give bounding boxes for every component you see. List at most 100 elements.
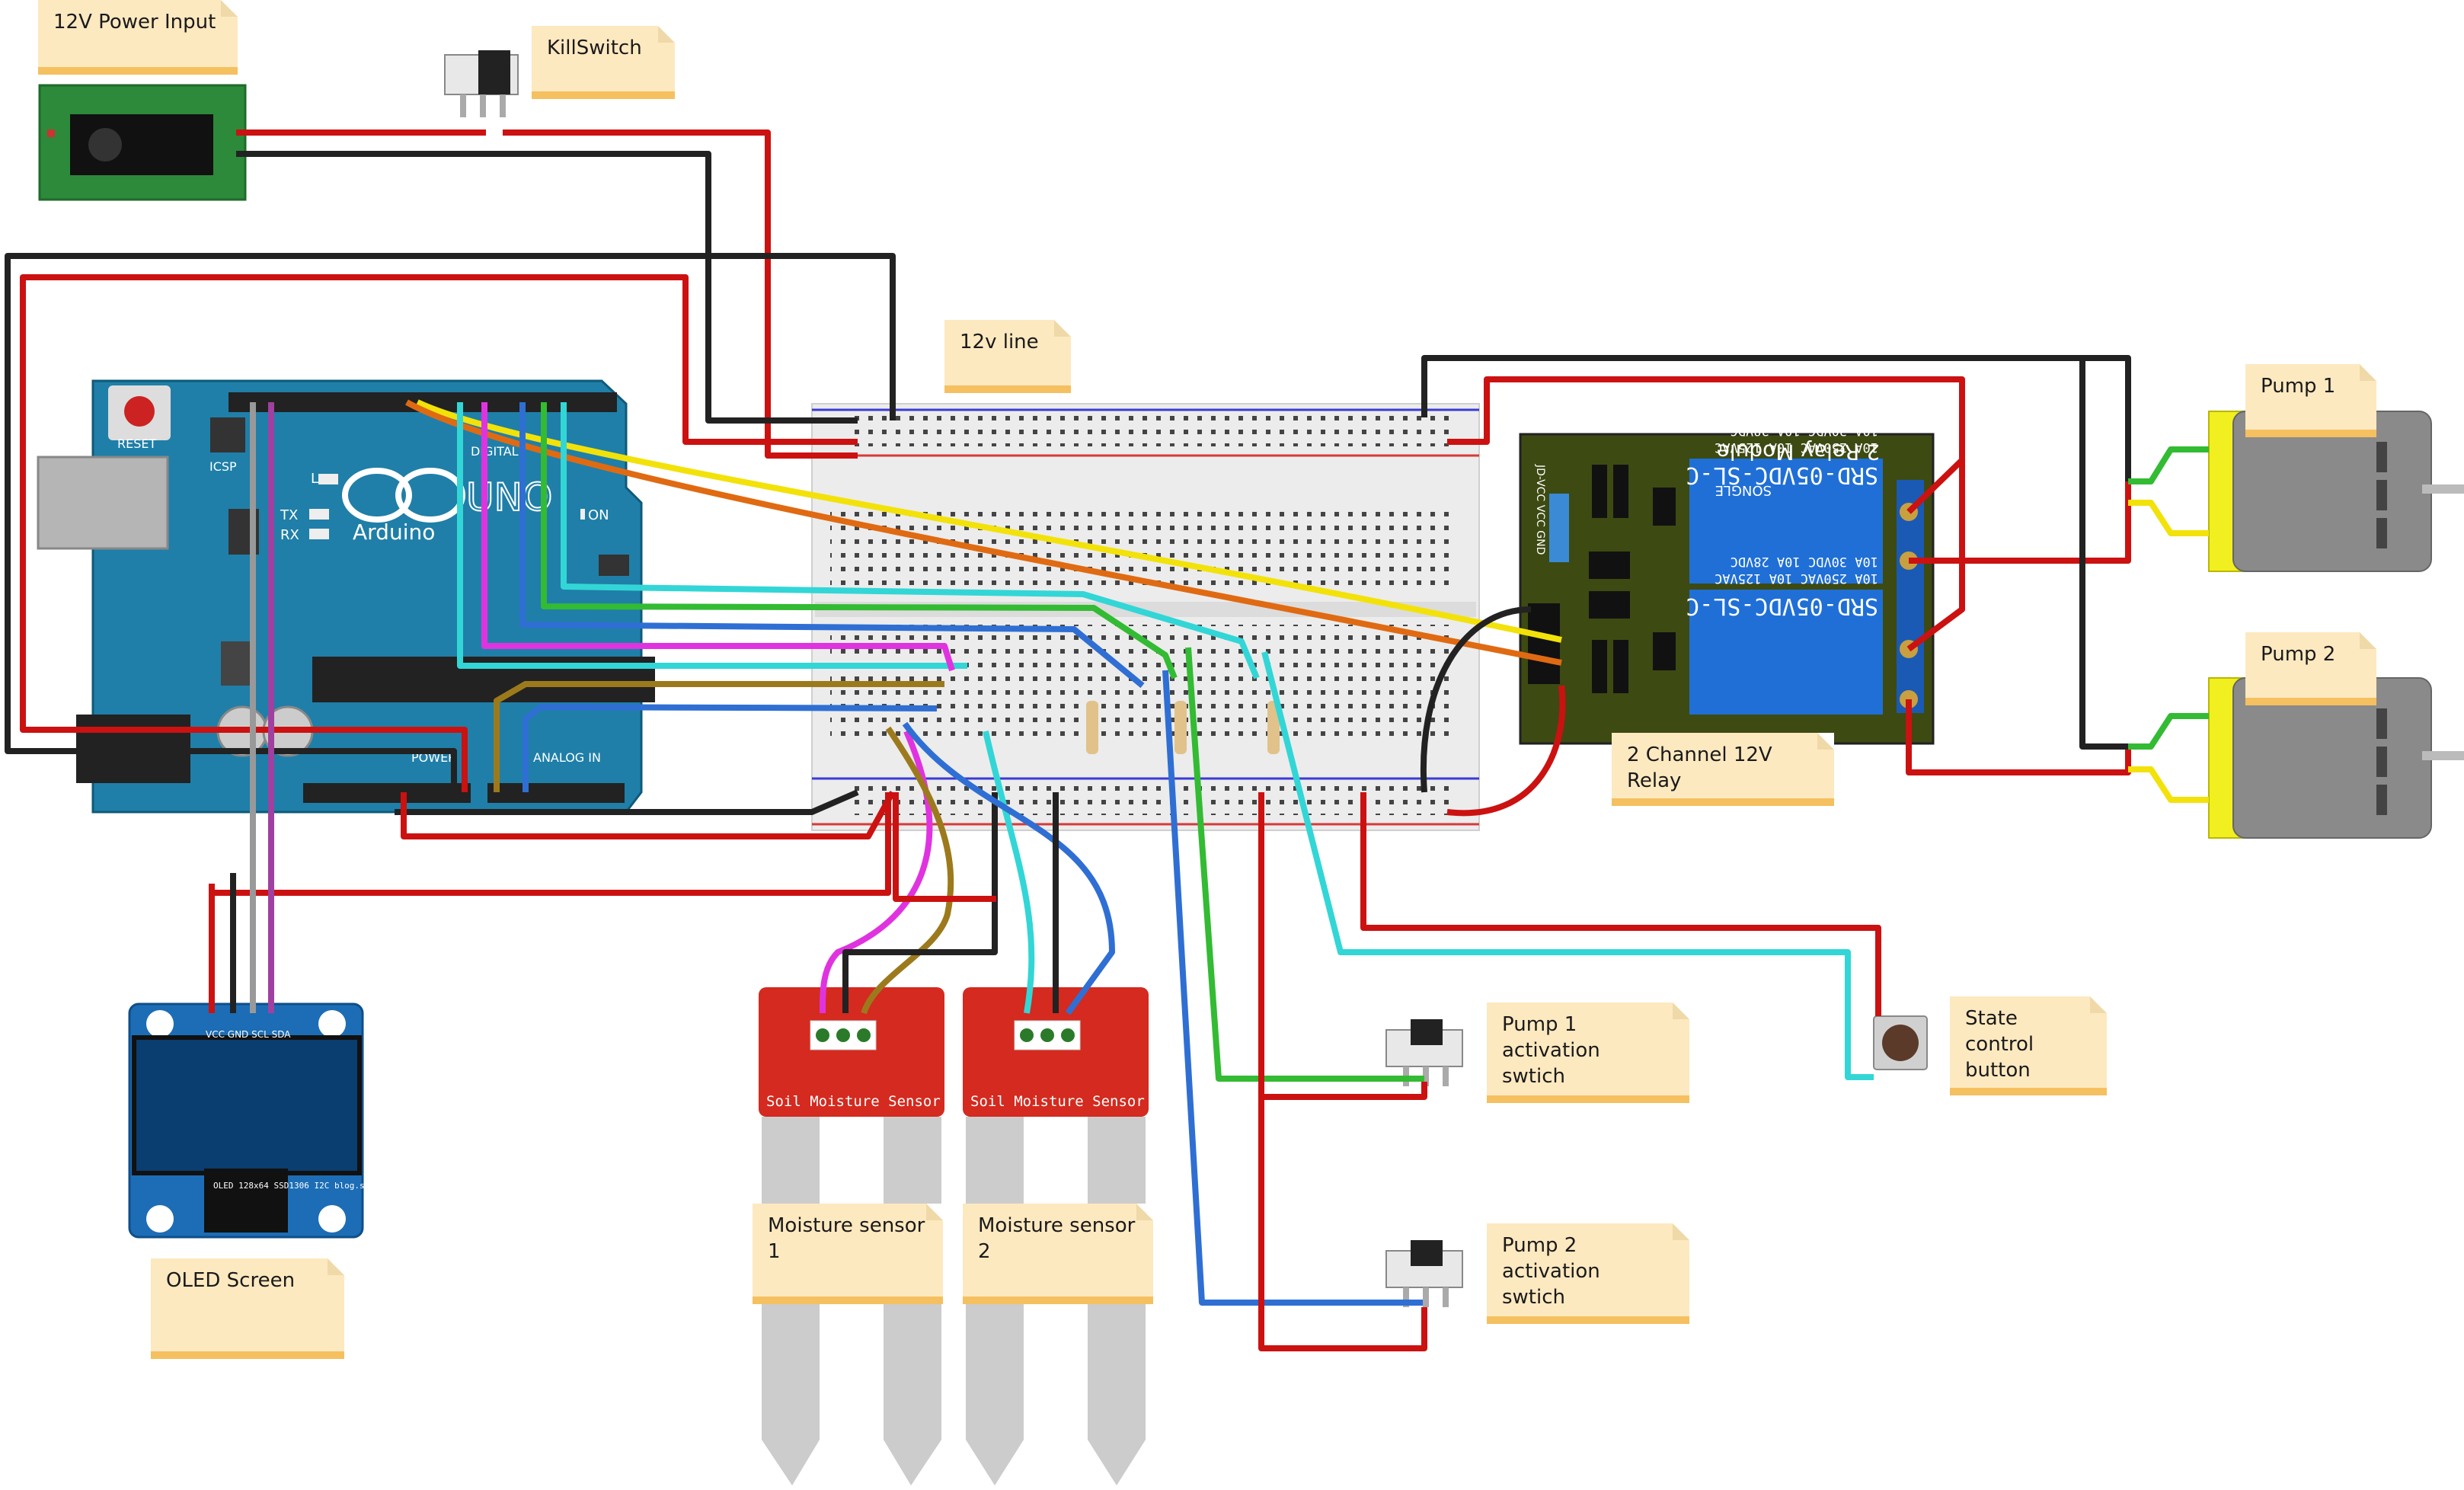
wire-power-red-2 — [503, 129, 858, 459]
wire-blue-2 — [523, 704, 938, 792]
analog-in-label: ANALOG IN — [533, 750, 601, 765]
soil-sensor-1-label: Soil Moisture Sensor — [766, 1093, 941, 1110]
moisture1-label: Moisture sensor 1 — [768, 1214, 925, 1263]
moisture2-label: Moisture sensor 2 — [978, 1214, 1136, 1263]
wire-power-black — [236, 151, 858, 424]
relay-note: 2 Channel 12V Relay — [1612, 733, 1834, 806]
wire-blue-sensor — [902, 721, 1115, 1015]
wire-pump2-red — [1906, 699, 2131, 775]
wire-pump2-green — [2128, 713, 2209, 750]
on-label: ON — [588, 507, 609, 523]
relay-spec-2b: 10A 30VDC 10A 28VDC — [1731, 554, 1878, 569]
wire-5v-bb — [401, 791, 896, 839]
wire-oled-vcc-route — [212, 792, 891, 896]
wire-relay-in-gnd — [1420, 606, 1532, 793]
wire-cyan-button — [1261, 651, 1874, 1080]
wire-magenta-1 — [481, 402, 955, 672]
arduino-uno: RESET ICSP Arduino UNO ON TX RX L ANALOG… — [37, 379, 655, 814]
moisture1-note: Moisture sensor 1 — [753, 1204, 943, 1304]
pump1-note: Pump 1 — [2245, 364, 2376, 437]
wire-green-1 — [541, 402, 1178, 679]
relay-title: 2 Relay Module — [1717, 440, 1880, 465]
wire-cyan-sensor — [983, 731, 1035, 1014]
wire-relay-pwr — [1447, 376, 1965, 514]
wire-red-button — [1360, 792, 1881, 1016]
pump2-switch-label: Pump 2 activation swtich — [1502, 1234, 1600, 1309]
wire-pump1-yellow — [2128, 500, 2209, 536]
pump1-switch-note: Pump 1 activation swtich — [1487, 1002, 1689, 1103]
relay-spec-1a: 10A 250VAC 10A 125VAC — [1715, 440, 1878, 455]
wire-pump2-yellow — [2128, 766, 2209, 803]
wire-cyan-1 — [457, 402, 967, 669]
killswitch-component — [444, 50, 519, 117]
wires — [5, 129, 2209, 1351]
state-button-note: State control button — [1950, 996, 2107, 1095]
uno-text: UNO — [466, 475, 552, 520]
wire-blue-1 — [519, 402, 1145, 689]
relay-spec-2a: 10A 250VAC 10A 125VAC — [1715, 571, 1878, 586]
rx-label: RX — [280, 527, 299, 543]
oled-note: OLED Screen — [151, 1258, 344, 1359]
oled-label: OLED Screen — [166, 1269, 296, 1292]
wire-yellow-signal — [416, 399, 1562, 643]
pump2-label: Pump 2 — [2261, 643, 2336, 666]
wire-relay-gnd — [1421, 355, 2131, 481]
wire-brown-1 — [494, 681, 944, 792]
wire-black-sensor1 — [842, 792, 998, 1013]
power-input-note: 12V Power Input — [38, 0, 238, 75]
wire-red-switch2 — [1258, 1097, 1427, 1351]
line-12v-label: 12v line — [960, 331, 1039, 353]
wire-green-switch1 — [1185, 647, 1424, 1082]
tx-label: TX — [280, 507, 298, 523]
wire-gnd-loop — [5, 253, 896, 792]
wire-pump-gnd — [2079, 358, 2128, 750]
wire-relay-com2 — [1906, 460, 1965, 652]
pump1-switch-label: Pump 1 activation swtich — [1502, 1013, 1600, 1088]
wire-red-sensor-vcc — [893, 792, 996, 902]
relay-spec-1b: 10A 30VDC 10A 28VDC — [1731, 423, 1878, 438]
soil-sensor-2-label: Soil Moisture Sensor — [970, 1093, 1145, 1110]
oled-pins-label: VCC GND SCL SDA — [206, 1029, 291, 1040]
resistors — [1086, 701, 1280, 754]
wire-orange-signal — [405, 399, 1562, 666]
relay-part-1: SRD-05VDC-SL-C — [1686, 462, 1878, 488]
wire-blue-switch2 — [1162, 670, 1423, 1306]
wire-cyan-2 — [561, 402, 1260, 679]
moisture2-note: Moisture sensor 2 — [963, 1204, 1153, 1304]
line-12v-note: 12v line — [944, 320, 1071, 393]
icsp-label: ICSP — [209, 459, 237, 474]
wire-relay-in-vcc — [1446, 685, 1566, 817]
relay-pins-label: JD-VCC VCC GND — [1534, 464, 1546, 555]
relay-text-group: 2 Relay Module — [1717, 440, 1880, 465]
oled-screen: VCC GND SCL SDA OLED 128x64 SSD1306 I2C … — [128, 1002, 400, 1239]
state-button-component — [1873, 1015, 1928, 1070]
pump2-switch-component — [1385, 1240, 1463, 1307]
state-button-label: State control button — [1965, 1007, 2034, 1082]
wire-magenta-sensor — [820, 730, 933, 1014]
pump1-label: Pump 1 — [2261, 375, 2336, 398]
pump1-switch-component — [1385, 1019, 1463, 1086]
relay-module: 2 Relay Module SRD-05VDC-SL-C 10A 250VAC… — [1519, 351, 1935, 745]
wire-pump1-green — [2128, 446, 2209, 484]
relay-part-2: SRD-05VDC-SL-C — [1686, 593, 1878, 619]
power-input-label: 12V Power Input — [53, 11, 216, 34]
oled-chip-label: OLED 128x64 SSD1306 I2C blog.squix.ch — [213, 1181, 400, 1191]
pump2-switch-note: Pump 2 activation swtich — [1487, 1223, 1689, 1324]
wire-vin-loop — [20, 274, 858, 792]
power-jack — [38, 84, 247, 201]
l-label: L — [311, 471, 318, 487]
wire-gnd-bb — [395, 789, 859, 815]
arduino-logo-text: Arduino — [353, 520, 435, 545]
relay-label: 2 Channel 12V Relay — [1627, 743, 1772, 792]
wire-red-switch1 — [1258, 792, 1427, 1100]
wire-brown-sensor — [861, 726, 954, 1015]
wire-pump1-red — [1909, 481, 2131, 564]
relay-brand-2: SONGLE — [1715, 482, 1772, 498]
killswitch-note: KillSwitch — [532, 26, 675, 99]
pump-1 — [2208, 411, 2464, 572]
reset-label: RESET — [117, 436, 156, 451]
pump2-note: Pump 2 — [2245, 632, 2376, 705]
killswitch-label: KillSwitch — [547, 37, 642, 59]
digital-label: DIGITAL — [471, 444, 519, 459]
